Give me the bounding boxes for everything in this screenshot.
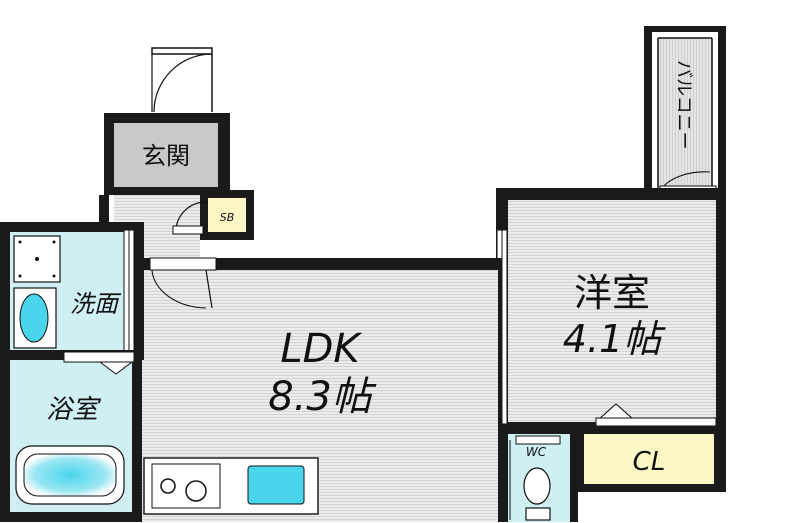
- entrance-door: [151, 47, 213, 113]
- hall-door: [172, 201, 207, 235]
- ldk-label: LDK: [280, 326, 362, 372]
- ldk-size: 8.3帖: [268, 374, 377, 420]
- closet-door: [595, 403, 717, 427]
- balcony: バルコニー: [644, 26, 726, 194]
- sink-icon: [247, 465, 305, 505]
- cl-label: CL: [633, 447, 666, 477]
- yokushitsu-label: 浴室: [46, 395, 102, 425]
- youshitsu-room: 洋室 4.1帖: [496, 188, 726, 434]
- senmen-label: 洗面: [70, 290, 122, 318]
- sb-label: SB: [220, 211, 235, 224]
- ldk-door: [149, 257, 217, 309]
- kitchen-counter: [143, 457, 319, 515]
- genkan-room: 玄関: [104, 113, 230, 195]
- wc-label: WC: [526, 445, 547, 459]
- washbasin-icon: [19, 293, 49, 343]
- youshitsu-size: 4.1帖: [563, 317, 666, 361]
- youshitsu-label: 洋室: [574, 271, 650, 315]
- yokushitsu-room: 浴室: [0, 350, 142, 522]
- toilet-icon: [523, 467, 551, 505]
- stove-burner-icon: [160, 478, 176, 494]
- closet: CL: [576, 426, 726, 492]
- wc-room: WC: [498, 426, 578, 522]
- stove-burner-icon: [185, 480, 207, 502]
- shoe-box: SB: [200, 190, 254, 240]
- balcony-label: バルコニー: [673, 60, 694, 150]
- genkan-label: 玄関: [142, 142, 190, 170]
- senmen-room: 洗面: [0, 222, 144, 360]
